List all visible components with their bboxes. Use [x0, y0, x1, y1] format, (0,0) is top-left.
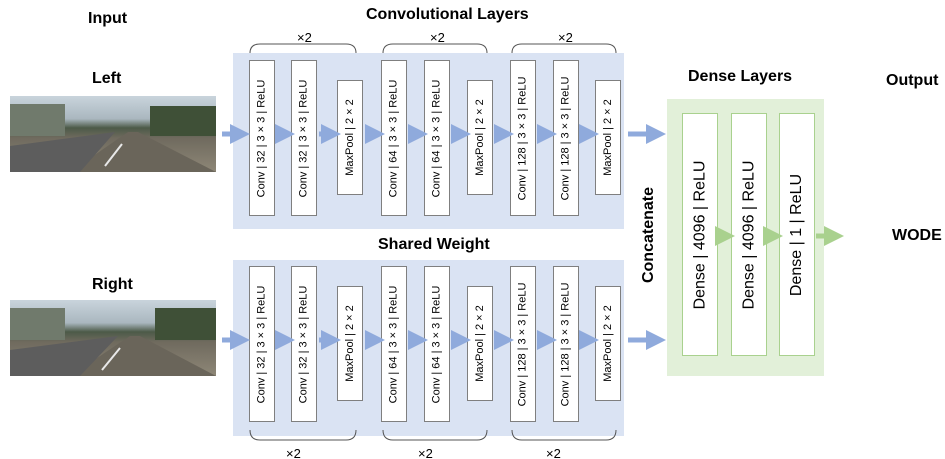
repeat-label: ×2	[430, 30, 445, 45]
left-street-photo	[10, 96, 216, 172]
left-image-label: Left	[92, 70, 122, 87]
right-street-photo-sketch	[10, 308, 216, 376]
output-label-wode: WODE	[892, 227, 942, 244]
top-conv-layer: Conv | 32 | 3 × 3 | ReLU	[249, 60, 275, 216]
bottom-maxpool-layer: MaxPool | 2 × 2	[595, 286, 621, 401]
top-braces	[249, 43, 617, 54]
repeat-label: ×2	[558, 30, 573, 45]
repeat-label: ×2	[418, 446, 433, 459]
bottom-braces	[249, 429, 617, 441]
repeat-label: ×2	[286, 446, 301, 459]
input-heading: Input	[88, 10, 128, 27]
left-street-photo-sketch	[10, 104, 216, 172]
repeat-label: ×2	[546, 446, 561, 459]
bottom-conv-layer: Conv | 32 | 3 × 3 | ReLU	[291, 266, 317, 422]
repeat-label: ×2	[297, 30, 312, 45]
shared-weight-heading: Shared Weight	[378, 236, 490, 253]
bottom-maxpool-layer: MaxPool | 2 × 2	[467, 286, 493, 401]
output-heading: Output	[886, 72, 939, 89]
conv-layers-heading: Convolutional Layers	[366, 6, 529, 23]
bottom-conv-layer: Conv | 128 | 3 × 3 | ReLU	[553, 266, 579, 422]
dense-layers-heading: Dense Layers	[688, 68, 793, 85]
right-street-photo	[10, 300, 216, 376]
top-maxpool-layer: MaxPool | 2 × 2	[595, 80, 621, 195]
right-image-label: Right	[92, 276, 133, 293]
top-conv-layer: Conv | 32 | 3 × 3 | ReLU	[291, 60, 317, 216]
bottom-maxpool-layer: MaxPool | 2 × 2	[337, 286, 363, 401]
bottom-conv-layer: Conv | 64 | 3 × 3 | ReLU	[424, 266, 450, 422]
